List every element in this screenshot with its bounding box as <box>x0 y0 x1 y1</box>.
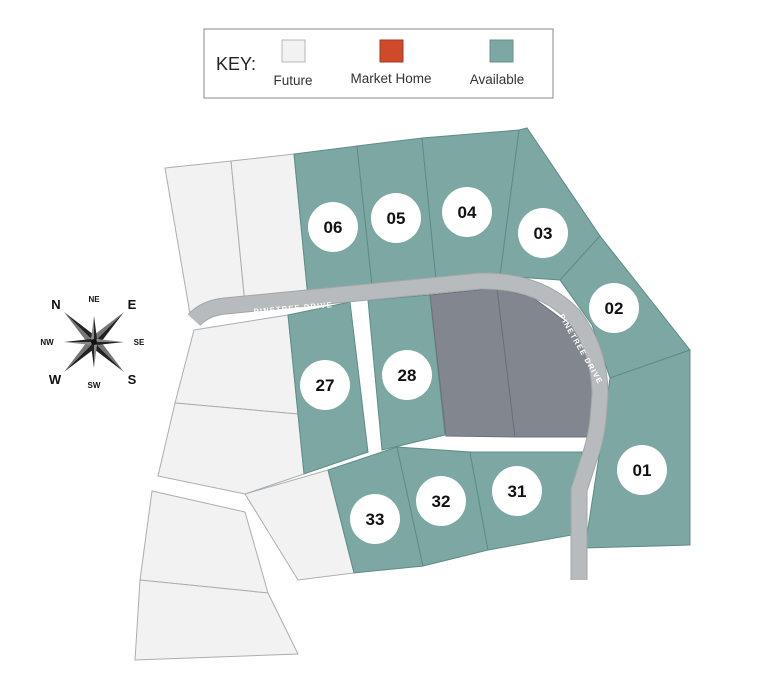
lot-number: 02 <box>605 299 624 318</box>
lot-marker-02[interactable]: 02 <box>589 283 639 333</box>
lot-marker-27[interactable]: 27 <box>300 360 350 410</box>
lot-marker-03[interactable]: 03 <box>518 208 568 258</box>
lot-number: 06 <box>324 218 343 237</box>
lot-marker-01[interactable]: 01 <box>617 445 667 495</box>
lot-number: 04 <box>458 203 477 222</box>
compass-se: SE <box>134 338 145 347</box>
future-lot[interactable] <box>157 402 305 495</box>
reserved-parcels <box>429 287 599 438</box>
legend-label-available: Available <box>470 72 525 87</box>
lot-number: 27 <box>316 376 335 395</box>
compass-star-icon <box>64 312 124 372</box>
lot-marker-33[interactable]: 33 <box>350 494 400 544</box>
compass-n: N <box>51 297 60 312</box>
lot-number: 31 <box>508 482 527 501</box>
lot-marker-32[interactable]: 32 <box>416 476 466 526</box>
lot-markers: 06 05 04 03 02 01 27 28 <box>300 187 667 544</box>
legend-swatch-market-home <box>379 39 404 63</box>
legend: KEY: Future Market Home Available <box>203 28 554 99</box>
lot-number: 28 <box>398 366 417 385</box>
legend-box <box>203 28 554 99</box>
lot-marker-31[interactable]: 31 <box>492 466 542 516</box>
legend-swatch-future <box>281 39 306 63</box>
road-surface <box>188 273 608 580</box>
compass-e: E <box>128 297 137 312</box>
compass-w: W <box>49 372 62 387</box>
compass-s: S <box>128 372 137 387</box>
future-lot[interactable] <box>139 490 269 594</box>
lot-number: 03 <box>534 224 553 243</box>
lot-marker-28[interactable]: 28 <box>382 350 432 400</box>
compass-nw: NW <box>40 338 54 347</box>
compass-ne: NE <box>88 295 100 304</box>
lot-number: 01 <box>633 461 652 480</box>
legend-label-future: Future <box>273 73 312 88</box>
lot-number: 05 <box>387 209 406 228</box>
lot-number: 33 <box>366 510 385 529</box>
legend-title: KEY: <box>216 54 256 74</box>
legend-label-market-home: Market Home <box>350 71 431 86</box>
lot-number: 32 <box>432 492 451 511</box>
future-lot[interactable] <box>174 314 299 415</box>
future-lot[interactable] <box>134 579 299 661</box>
legend-swatch-available <box>489 39 514 63</box>
lot-marker-05[interactable]: 05 <box>371 193 421 243</box>
lot-marker-04[interactable]: 04 <box>442 187 492 237</box>
compass-sw: SW <box>88 381 101 390</box>
compass-rose: N NE E NW SE W SW S <box>40 295 145 390</box>
lot-marker-06[interactable]: 06 <box>308 202 358 252</box>
